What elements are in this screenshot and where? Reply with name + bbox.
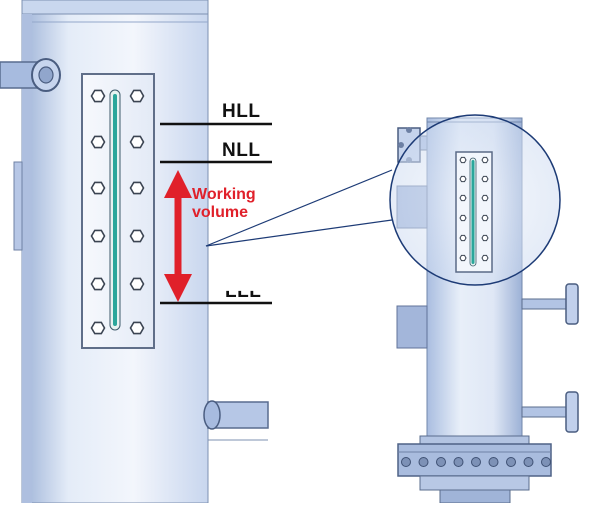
bolt-icon [459, 254, 467, 262]
bolt-icon [471, 457, 481, 467]
hll-label: HLL [222, 101, 261, 122]
bolt-icon [401, 457, 411, 467]
bolt-icon [90, 135, 106, 149]
full-vessel [389, 114, 579, 504]
gauge-level-bar [113, 94, 117, 326]
zoom-line-upper [205, 169, 393, 247]
bolt-icon [129, 277, 145, 291]
small-level-gauge [455, 151, 493, 273]
zoom-line-lower [205, 219, 393, 247]
level-gauge [81, 73, 155, 349]
bolt-icon [90, 277, 106, 291]
bolt-icon [90, 229, 106, 243]
bolt-icon [90, 321, 106, 335]
flange-icon [521, 283, 579, 325]
bolt-icon [129, 229, 145, 243]
base-flange [397, 435, 552, 504]
lll-label: LLL [225, 281, 262, 302]
bolt-icon [459, 175, 467, 183]
working-volume-label: Working volume [192, 186, 256, 221]
nll-label: NLL [222, 140, 261, 161]
enlarged-vessel [0, 0, 272, 504]
bolt-icon [129, 181, 145, 195]
bolt-icon [481, 234, 489, 242]
bolt-icon [481, 254, 489, 262]
bolt-icon [481, 156, 489, 164]
bolt-icon [90, 181, 106, 195]
bolt-icon [459, 194, 467, 202]
bolt-icon [481, 214, 489, 222]
bolt-icon [453, 457, 464, 467]
bolt-icon [129, 321, 145, 335]
bolt-icon [459, 156, 489, 262]
bolt-icon [523, 457, 534, 467]
bolt-icon [459, 234, 467, 242]
bolt-icon [129, 89, 145, 103]
bolt-icon [488, 457, 499, 467]
bolt-icon [436, 457, 446, 467]
bolt-icon [481, 175, 489, 183]
nozzle-icon [203, 400, 269, 441]
bolt-icon [459, 214, 467, 222]
bolt-icon [90, 89, 106, 103]
bolt-icon [129, 135, 145, 149]
bolt-icon [506, 457, 516, 467]
bolt-icon [541, 457, 551, 467]
bolt-icon [459, 156, 467, 164]
bolt-icon [481, 194, 489, 202]
nozzle-icon [0, 58, 61, 92]
flange-icon [521, 391, 579, 433]
bolt-icon [418, 457, 429, 467]
bolt-icon [90, 89, 145, 335]
